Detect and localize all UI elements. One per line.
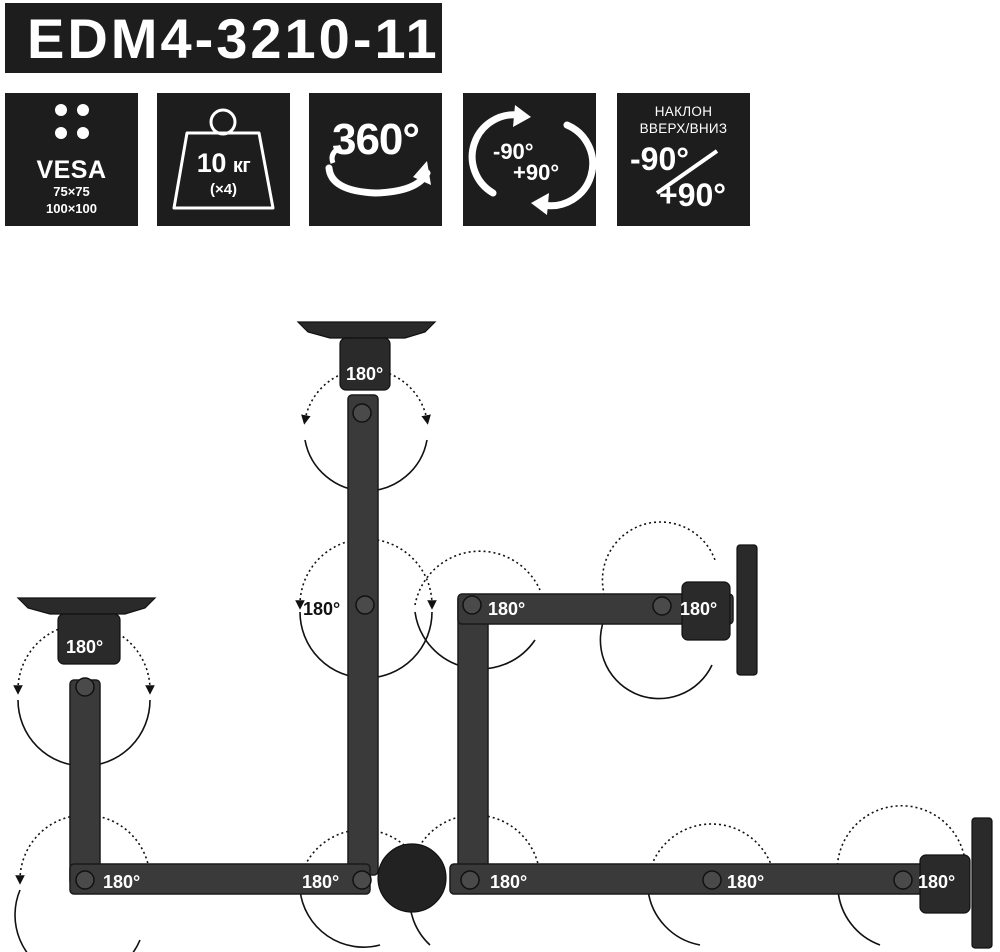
tilt-spec-tile: НАКЛОН ВВЕРХ/ВНИЗ -90° +90° bbox=[617, 93, 750, 226]
vesa-plates bbox=[16, 321, 993, 949]
rotation-value: 360° bbox=[331, 115, 420, 164]
center-vertical-arm bbox=[347, 394, 379, 876]
label-right-upper-head: 180° bbox=[680, 599, 717, 619]
label-left-bottom: 180° bbox=[103, 872, 140, 892]
rotation-spec-tile: 360° bbox=[309, 93, 442, 226]
label-top-mount: 180° bbox=[346, 364, 383, 384]
right-lower-vesa-plate bbox=[971, 817, 993, 949]
weight-spec-tile: 10 кг (×4) bbox=[157, 93, 290, 226]
rotation-arrow-icon bbox=[325, 144, 431, 197]
right-vertical-arm bbox=[457, 594, 489, 881]
label-center-bottom: 180° bbox=[302, 872, 339, 892]
right-lower-mount-block bbox=[919, 854, 971, 914]
tilt-slash-icon bbox=[655, 149, 719, 195]
swivel-spec-tile: -90° +90° bbox=[463, 93, 596, 226]
vesa-size-100: 100×100 bbox=[46, 201, 97, 216]
arm-segments bbox=[69, 394, 941, 895]
tilt-caption-2: ВВЕРХ/ВНИЗ bbox=[639, 121, 728, 136]
vesa-label: VESA bbox=[36, 156, 107, 184]
tilt-minus: -90° bbox=[630, 141, 690, 177]
left-vertical-arm bbox=[69, 679, 101, 886]
label-left-mount: 180° bbox=[66, 637, 103, 657]
tilt-caption-1: НАКЛОН bbox=[654, 104, 713, 119]
label-top-mid: 180° bbox=[303, 599, 340, 619]
left-vesa-plate bbox=[16, 597, 157, 615]
swivel-plus: +90° bbox=[513, 160, 560, 185]
tilt-plus: +90° bbox=[659, 177, 727, 213]
label-right-bottom-mid: 180° bbox=[727, 872, 764, 892]
vesa-spec-tile: VESA 75×75 100×100 bbox=[5, 93, 138, 226]
weight-number: 10 bbox=[196, 148, 227, 178]
pivot-joints bbox=[75, 403, 913, 890]
label-center-right-bottom: 180° bbox=[490, 872, 527, 892]
swivel-minus: -90° bbox=[493, 139, 534, 164]
vesa-size-75: 75×75 bbox=[53, 184, 90, 199]
weight-value: 10 кг bbox=[157, 148, 290, 179]
weight-unit: кг bbox=[232, 155, 251, 177]
top-vesa-plate bbox=[296, 321, 437, 339]
vesa-holes-icon bbox=[55, 104, 89, 139]
base-clamp bbox=[377, 843, 447, 913]
product-model-title: EDM4-3210-11 bbox=[5, 3, 442, 73]
right-upper-vesa-plate bbox=[736, 544, 758, 676]
label-right-upper-elbow: 180° bbox=[488, 599, 525, 619]
weight-multiplier: (×4) bbox=[209, 181, 238, 198]
top-mount-block bbox=[339, 337, 391, 391]
label-right-bottom-head: 180° bbox=[918, 872, 955, 892]
swivel-arrows-icon bbox=[468, 105, 596, 215]
right-upper-mount-block bbox=[681, 581, 731, 641]
weight-icon bbox=[172, 108, 275, 210]
left-mount-block bbox=[57, 613, 121, 665]
model-name: EDM4-3210-11 bbox=[27, 6, 440, 70]
